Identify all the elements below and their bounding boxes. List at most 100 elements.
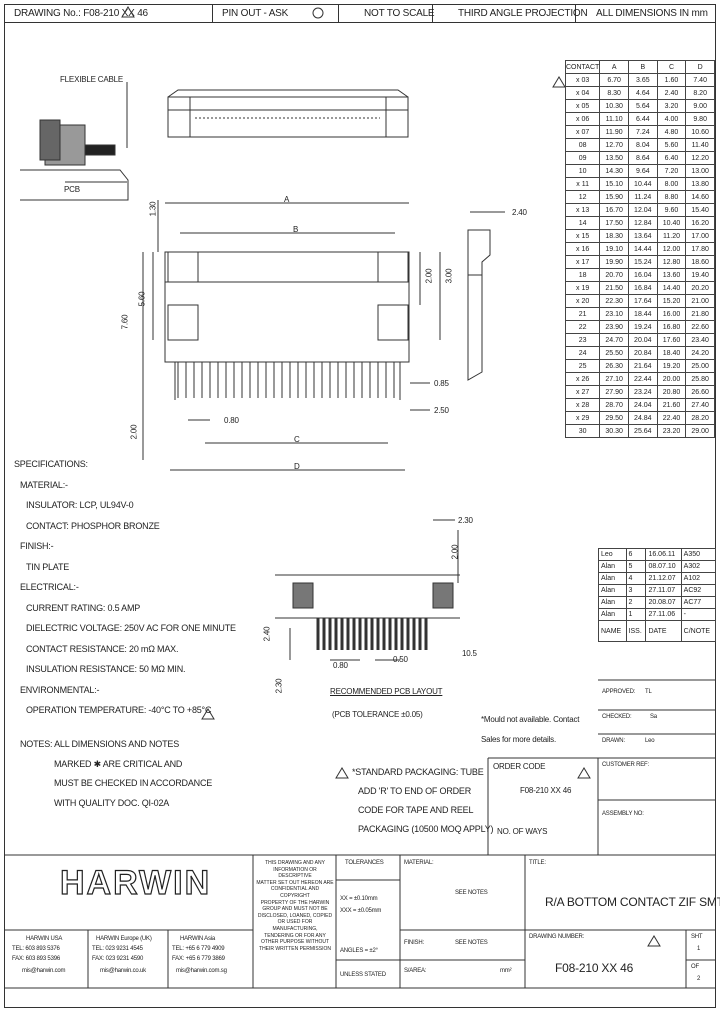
contact-table-cell: 15.90 <box>599 190 629 204</box>
contact-table-cell: 8.00 <box>656 177 687 191</box>
drawing-number-value: F08-210 XX 46 <box>555 961 634 975</box>
specifications-line: CONTACT RESISTANCE: 20 mΩ MAX. <box>26 643 179 654</box>
contact-table-cell: 17.50 <box>599 216 629 230</box>
revision-cell: A302 <box>680 560 717 573</box>
surface-area-label: S/AREA: <box>404 968 427 974</box>
contact-table-cell: 6.70 <box>599 73 629 87</box>
contact-table-cell: x 19 <box>564 281 601 295</box>
contact-table-cell: 21.00 <box>685 294 715 308</box>
contact-table-cell: 11.10 <box>599 112 629 126</box>
drawn-label: DRAWN: <box>602 738 625 744</box>
revision-cell: 4 <box>625 572 647 585</box>
packaging-line: CODE FOR TAPE AND REEL <box>358 805 474 815</box>
contact-table-cell: x 15 <box>564 229 601 243</box>
dim-0-85: 0.85 <box>434 379 449 388</box>
warning-triangle-icon <box>577 767 591 779</box>
angles-tolerance: ANGLES = ±2° <box>340 948 378 954</box>
checked-label: CHECKED: <box>602 714 632 720</box>
dim-5-60: 5.60 <box>137 291 147 307</box>
contact-table-cell: 16.04 <box>627 268 658 282</box>
contact-table-cell: x 27 <box>564 385 601 399</box>
dim-d: D <box>294 462 300 471</box>
front-view-connector <box>164 251 410 400</box>
contact-table-cell: 20.70 <box>599 268 629 282</box>
contact-table-cell: 10.40 <box>656 216 687 230</box>
contact-table-cell: x 20 <box>564 294 601 308</box>
contact-table-cell: x 28 <box>564 398 601 412</box>
contact-table-cell: 13.50 <box>599 151 629 165</box>
dim-a: A <box>284 195 290 204</box>
europe-tel: TEL: 023 9231 4545 <box>92 946 143 952</box>
recommended-pcb-layout: RECOMMENDED PCB LAYOUT <box>330 687 443 696</box>
specifications-line: MATERIAL:- <box>20 479 68 490</box>
contact-table-cell: 27.10 <box>599 372 629 386</box>
revision-cell: AC77 <box>680 596 717 609</box>
contact-table-cell: 23.90 <box>599 320 629 334</box>
dim-2-50: 2.50 <box>434 406 449 415</box>
contact-table-cell: 22.60 <box>685 320 715 334</box>
tolerance-xx: XX = ±0.10mm <box>340 896 378 902</box>
notes-line: NOTES: ALL DIMENSIONS AND NOTES <box>20 739 180 749</box>
contact-table-cell: 22.30 <box>599 294 629 308</box>
header-divider <box>338 4 339 22</box>
contact-table-cell: 12.04 <box>627 203 658 217</box>
disclaimer-line: DISCLOSED, LOANED, COPIED <box>257 912 333 919</box>
contact-table-cell: 7.24 <box>627 125 658 139</box>
revision-header: DATE <box>645 620 682 642</box>
contact-table-cell: 8.80 <box>656 190 687 204</box>
contact-table-cell: x 29 <box>564 411 601 425</box>
contact-table-cell: 24.04 <box>627 398 658 412</box>
contact-table-header: C <box>656 60 687 74</box>
material-value: SEE NOTES <box>455 890 488 896</box>
header-divider <box>432 4 433 22</box>
contact-table-cell: 1.60 <box>656 73 687 87</box>
pcb-tolerance: (PCB TOLERANCE ±0.05) <box>332 710 423 719</box>
warning-triangle-icon <box>552 76 566 88</box>
top-view-connector <box>167 89 409 138</box>
contact-table-cell: 11.40 <box>685 138 715 152</box>
contact-table-cell: 15.24 <box>627 255 658 269</box>
cross-section-view <box>20 82 129 201</box>
contact-table-cell: 4.64 <box>627 86 658 100</box>
usa-office-title: HARWIN USA <box>26 936 63 942</box>
specifications-line: OPERATION TEMPERATURE: -40°C TO +85°C <box>26 705 212 715</box>
revision-cell: 20.08.07 <box>645 596 682 609</box>
contact-table-cell: 10.60 <box>685 125 715 139</box>
disclaimer-line: CONFIDENTIAL AND COPYRIGHT <box>270 886 320 899</box>
contact-table-cell: 19.20 <box>656 359 687 373</box>
europe-office-title: HARWIN Europe (UK) <box>96 936 152 942</box>
contact-table-cell: 6.40 <box>656 151 687 165</box>
contact-table-cell: 28.70 <box>599 398 629 412</box>
contact-table-cell: 29.00 <box>685 424 715 438</box>
header-divider <box>212 4 213 22</box>
contact-table-cell: 13.80 <box>685 177 715 191</box>
material-label: MATERIAL: <box>404 860 434 866</box>
contact-table-cell: 14.60 <box>685 190 715 204</box>
pcb-dim-10-5: 10.5 <box>462 649 477 658</box>
dim-2-40: 2.40 <box>512 208 527 217</box>
contact-table-cell: 10.44 <box>627 177 658 191</box>
revision-cell: 6 <box>625 548 647 561</box>
tolerances-title: TOLERANCES <box>345 860 384 866</box>
dim-c: C <box>294 435 300 444</box>
contact-table-cell: 19.40 <box>685 268 715 282</box>
contact-table-cell: 25.50 <box>599 346 629 360</box>
revision-cell: Leo <box>598 548 627 561</box>
contact-table-cell: x 06 <box>564 112 601 126</box>
contact-table-cell: 8.30 <box>599 86 629 100</box>
pcb-dim-0-80: 0.80 <box>333 661 348 670</box>
contact-table-cell: 18.40 <box>656 346 687 360</box>
europe-fax: FAX: 023 9231 4590 <box>92 956 144 962</box>
usa-tel: TEL: 603 893 5376 <box>12 946 60 952</box>
revision-cell: 27.11.07 <box>645 584 682 597</box>
contact-table-cell: 08 <box>564 138 601 152</box>
contact-table-cell: 16.20 <box>685 216 715 230</box>
